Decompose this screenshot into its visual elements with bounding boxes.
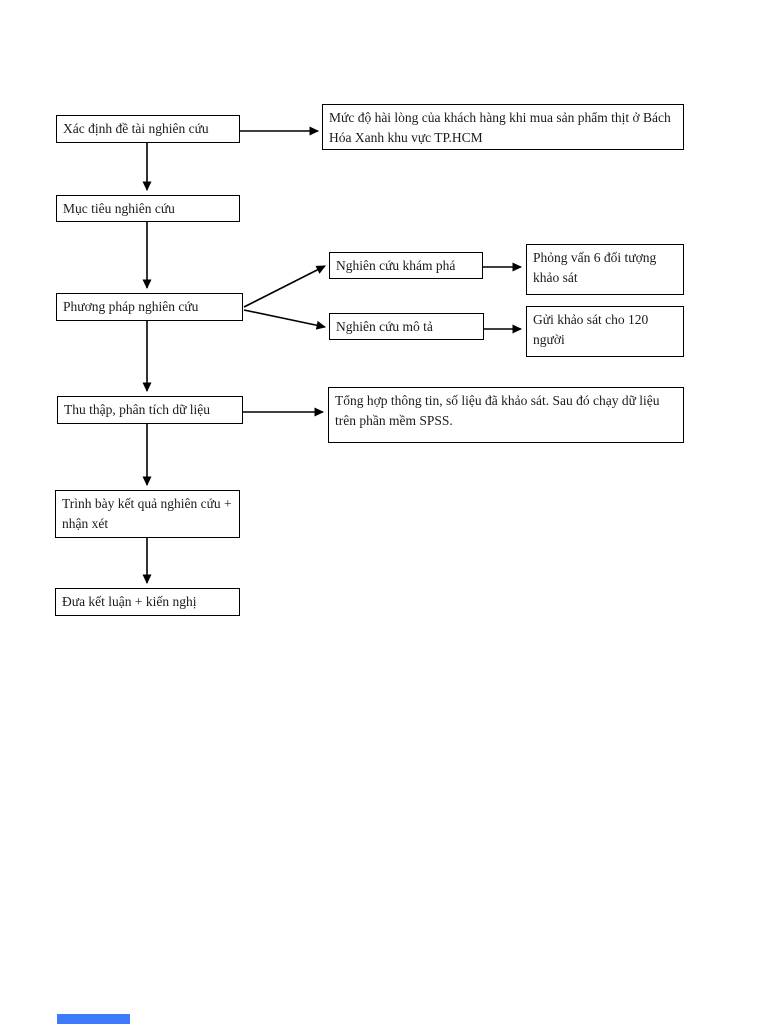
node-data-aggregation: Tổng hợp thông tin, số liệu đã khảo sát.… <box>328 387 684 443</box>
node-data-collection: Thu thập, phân tích dữ liệu <box>57 396 243 424</box>
node-label: Phương pháp nghiên cứu <box>63 299 199 314</box>
node-descriptive-research: Nghiên cứu mô tả <box>329 313 484 340</box>
node-label: Mục tiêu nghiên cứu <box>63 200 175 216</box>
node-research-objective: Mục tiêu nghiên cứu <box>56 195 240 222</box>
node-label: Nghiên cứu mô tả <box>336 318 433 334</box>
node-research-topic: Xác định đề tài nghiên cứu <box>56 115 240 143</box>
node-exploratory-research: Nghiên cứu khám phá <box>329 252 483 279</box>
node-interview: Phỏng vấn 6 đối tượng khảo sát <box>526 244 684 295</box>
node-conclusion: Đưa kết luận + kiến nghị <box>55 588 240 616</box>
node-label: Đưa kết luận + kiến nghị <box>62 594 197 609</box>
node-label: Mức độ hài lòng của khách hàng khi mua s… <box>329 110 671 145</box>
node-label: Phỏng vấn 6 đối tượng khảo sát <box>533 250 657 285</box>
node-label: Tổng hợp thông tin, số liệu đã khảo sát.… <box>335 393 660 428</box>
node-topic-detail: Mức độ hài lòng của khách hàng khi mua s… <box>322 104 684 150</box>
arrow-method-to-exploratory <box>243 265 326 308</box>
node-label: Thu thập, phân tích dữ liệu <box>64 402 211 417</box>
arrow-method-to-descriptive <box>243 309 326 330</box>
node-label: Nghiên cứu khám phá <box>336 257 456 273</box>
node-label: Trình bày kết quả nghiên cứu + nhận xét <box>62 496 232 531</box>
page-progress-bar <box>57 1014 130 1024</box>
node-present-results: Trình bày kết quả nghiên cứu + nhận xét <box>55 490 240 538</box>
node-label: Gửi khảo sát cho 120 người <box>533 312 649 347</box>
node-survey: Gửi khảo sát cho 120 người <box>526 306 684 357</box>
node-research-method: Phương pháp nghiên cứu <box>56 293 243 321</box>
node-label: Xác định đề tài nghiên cứu <box>63 121 209 136</box>
